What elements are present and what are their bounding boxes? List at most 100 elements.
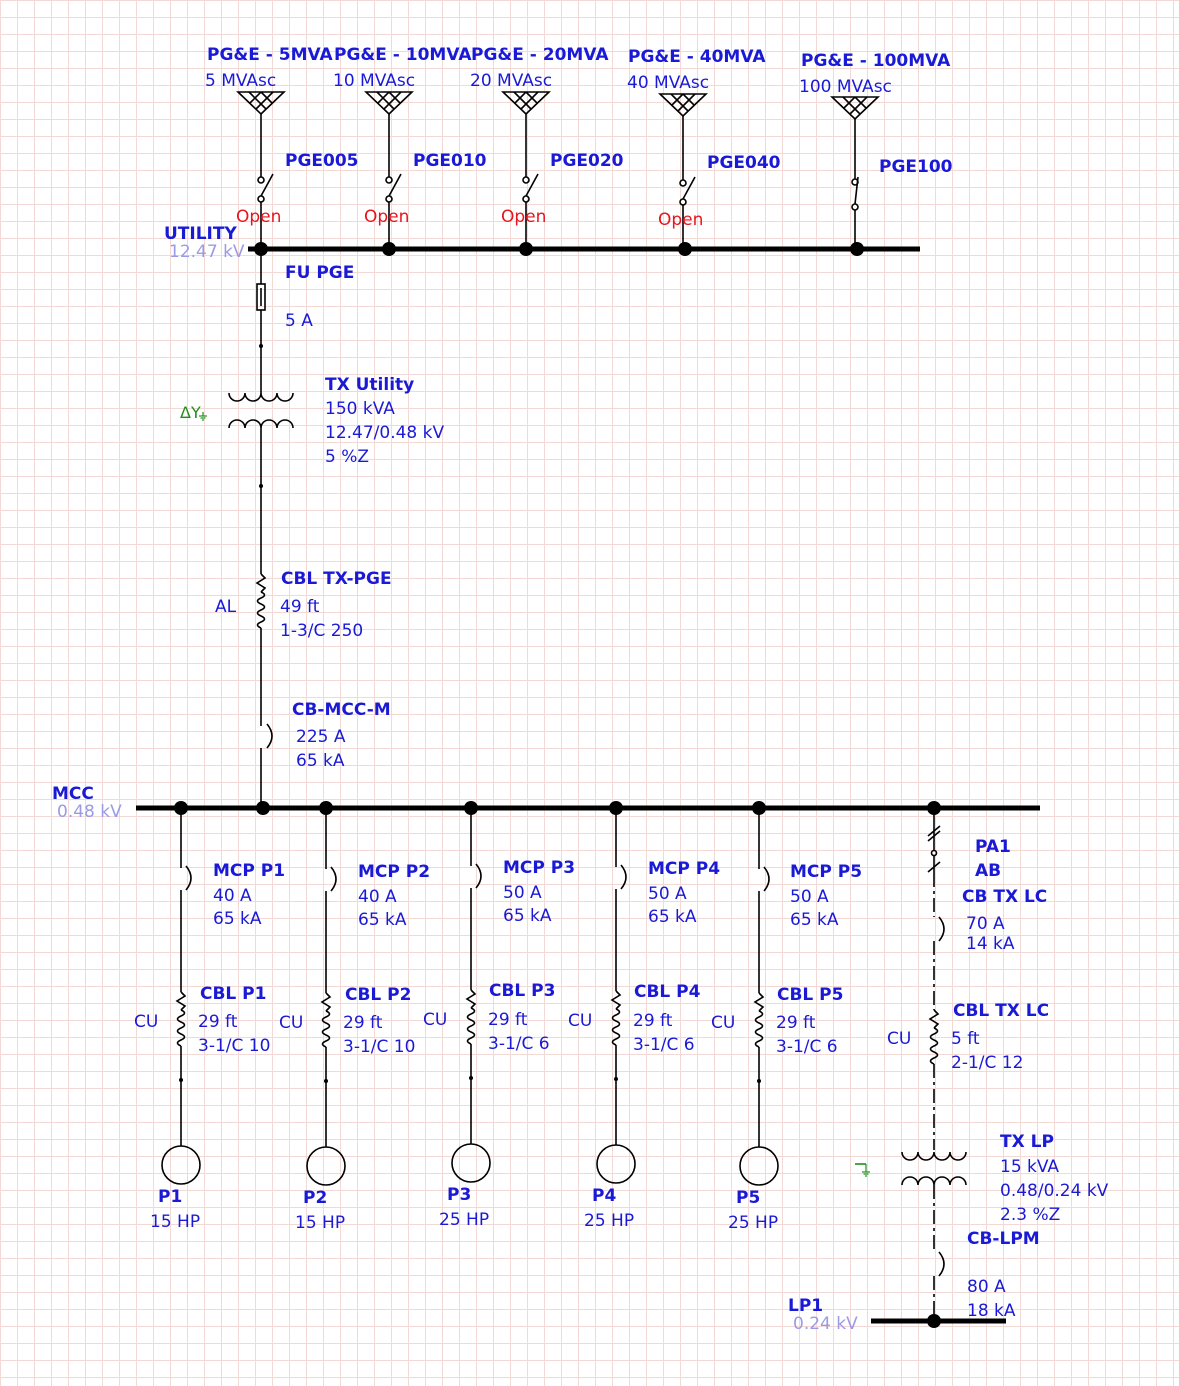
utility-source-5[interactable]: PG&E - 100MVA 100 MVAsc PGE100 <box>799 51 953 249</box>
switch-name: PA1 <box>975 837 1011 857</box>
bus-name: UTILITY <box>164 224 237 244</box>
breaker-ka: 14 kA <box>966 934 1015 954</box>
utility-source-1[interactable]: PG&E - 5MVA 5 MVAsc PGE005 Open <box>205 45 359 249</box>
motor-icon <box>596 1144 636 1184</box>
utility-bus[interactable]: UTILITY 12.47 kV <box>164 224 920 262</box>
feeder-p3[interactable]: MCP P3 50 A 65 kA CU CBL P3 29 ft 3-1/C … <box>423 808 575 1230</box>
transformer-name: TX Utility <box>325 375 414 395</box>
switch-state: Open <box>364 207 409 227</box>
lighting-branch[interactable]: PA1 AB CB TX LC 70 A 14 kA CU CBL TX LC … <box>855 808 1109 1321</box>
fuse-name: FU PGE <box>285 263 354 283</box>
bus-voltage: 0.24 kV <box>793 1314 858 1334</box>
breaker-name: MCP P2 <box>358 862 430 882</box>
utility-source-rating: 5 MVAsc <box>205 71 276 91</box>
breaker-amps: 80 A <box>967 1277 1006 1297</box>
utility-source-icon <box>501 91 551 116</box>
breaker-name: MCP P1 <box>213 861 285 881</box>
transformer-winding-primary <box>901 1151 967 1161</box>
fuse-rating: 5 A <box>285 311 313 331</box>
cable-inductor-icon <box>466 1007 476 1045</box>
feeder-p1[interactable]: MCP P1 40 A 65 kA CU CBL P1 29 ft 3-1/C … <box>134 808 285 1232</box>
cable-size: 3-1/C 10 <box>198 1036 270 1056</box>
motor-hp: 15 HP <box>295 1213 345 1233</box>
feeder-p2[interactable]: MCP P2 40 A 65 kA CU CBL P2 29 ft 3-1/C … <box>279 808 430 1233</box>
switch-contact <box>385 195 393 203</box>
utility-source-name: PG&E - 5MVA <box>207 45 333 65</box>
cable-resistor-icon <box>753 992 765 1012</box>
utility-source-icon <box>364 91 414 116</box>
breaker-icon <box>266 723 273 749</box>
cable-name: CBL TX LC <box>953 1001 1049 1021</box>
feeder-p5[interactable]: MCP P5 50 A 65 kA CU CBL P5 29 ft 3-1/C … <box>711 808 862 1233</box>
cable-resistor-icon <box>175 991 187 1011</box>
motor-name: P2 <box>303 1188 327 1208</box>
cable-tx-pge[interactable]: AL CBL TX-PGE 49 ft 1-3/C 250 <box>215 486 392 695</box>
bus-voltage: 12.47 kV <box>169 242 245 262</box>
cable-inductor-icon <box>929 1027 939 1065</box>
breaker-ka: 65 kA <box>213 909 262 929</box>
transformer-winding-secondary <box>901 1176 967 1186</box>
transformer-winding-primary <box>228 392 294 402</box>
cable-material: CU <box>423 1010 447 1030</box>
breaker-ka: 65 kA <box>358 910 407 930</box>
switch-name: PGE005 <box>285 151 359 171</box>
transformer-kva: 15 kVA <box>1000 1157 1059 1177</box>
switch-contact <box>257 195 265 203</box>
breaker-icon <box>330 866 337 892</box>
breaker-amps: 225 A <box>296 727 346 747</box>
cable-resistor-icon <box>255 573 267 593</box>
cable-material: CU <box>711 1013 735 1033</box>
cable-name: CBL P4 <box>634 982 701 1002</box>
cable-resistor-icon <box>465 989 477 1009</box>
cable-size: 3-1/C 6 <box>488 1034 550 1054</box>
breaker-ka: 65 kA <box>648 907 697 927</box>
transformer-name: TX LP <box>1000 1132 1054 1152</box>
utility-source-4[interactable]: PG&E - 40MVA 40 MVAsc PGE040 Open <box>627 47 781 249</box>
ground-icon <box>855 1163 870 1177</box>
cable-material: AL <box>215 597 237 617</box>
breaker-ka: 65 kA <box>790 910 839 930</box>
switch-name: PGE020 <box>550 151 624 171</box>
breaker-amps: 70 A <box>966 914 1005 934</box>
breaker-amps: 50 A <box>790 887 829 907</box>
feeder-p4[interactable]: MCP P4 50 A 65 kA CU CBL P4 29 ft 3-1/C … <box>568 808 720 1231</box>
fuse-fu-pge[interactable]: FU PGE 5 A <box>256 249 354 348</box>
cable-size: 1-3/C 250 <box>280 621 363 641</box>
cable-resistor-icon <box>320 992 332 1012</box>
cable-inductor-icon <box>256 591 266 629</box>
switch-sub: AB <box>975 861 1001 881</box>
breaker-icon <box>938 1251 945 1277</box>
ground-icon <box>199 412 207 421</box>
switch-contact <box>257 176 265 184</box>
switch-state: Open <box>236 207 281 227</box>
bus-name: MCC <box>52 784 94 804</box>
transformer-voltage: 12.47/0.48 kV <box>325 423 444 443</box>
utility-source-2[interactable]: PG&E - 10MVA 10 MVAsc PGE010 Open <box>333 45 487 249</box>
switch-contact <box>930 849 938 857</box>
cable-name: CBL P1 <box>200 984 266 1004</box>
cable-name: CBL P2 <box>345 985 411 1005</box>
transformer-impedance: 2.3 %Z <box>1000 1205 1060 1225</box>
switch-contact <box>522 176 530 184</box>
transformer-tx-utility[interactable]: ΔY TX Utility 150 kVA 12.47/0.48 kV 5 %Z <box>180 346 444 488</box>
cable-resistor-icon <box>610 990 622 1010</box>
utility-source-icon <box>658 93 708 118</box>
motor-name: P5 <box>736 1188 760 1208</box>
breaker-ka: 65 kA <box>296 751 345 771</box>
cable-inductor-icon <box>611 1008 621 1046</box>
breaker-icon <box>475 863 482 889</box>
utility-source-3[interactable]: PG&E - 20MVA 20 MVAsc PGE020 Open <box>470 45 624 249</box>
breaker-icon <box>620 864 627 890</box>
mcc-bus[interactable]: MCC 0.48 kV <box>52 784 1040 822</box>
breaker-name: CB-LPM <box>967 1229 1040 1249</box>
breaker-cb-mcc-m[interactable]: CB-MCC-M 225 A 65 kA <box>260 695 391 808</box>
motor-icon <box>451 1143 491 1183</box>
utility-source-rating: 100 MVAsc <box>799 77 892 97</box>
utility-source-rating: 20 MVAsc <box>470 71 552 91</box>
transformer-kva: 150 kVA <box>325 399 395 419</box>
lp1-bus[interactable]: LP1 0.24 kV <box>788 1296 1006 1334</box>
transformer-voltage: 0.48/0.24 kV <box>1000 1181 1109 1201</box>
switch-name: PGE010 <box>413 151 487 171</box>
utility-source-name: PG&E - 40MVA <box>628 47 766 67</box>
